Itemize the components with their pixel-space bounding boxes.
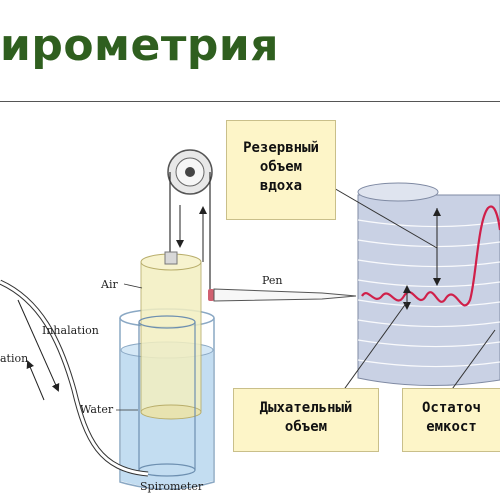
tidal-pointer bbox=[339, 301, 408, 396]
callout-line: Резервный bbox=[243, 140, 319, 156]
callout-line: вдоха bbox=[259, 178, 303, 194]
reserve-pointer bbox=[319, 179, 438, 249]
exhalation-arrow bbox=[26, 360, 45, 401]
air-bell bbox=[140, 251, 202, 420]
air-label: Air bbox=[100, 278, 118, 291]
spirometer-label: Spirometer bbox=[140, 480, 204, 493]
residual-capacity-callout: Остаточ емкост bbox=[402, 388, 500, 452]
tidal-volume-callout: Дыхательный объем bbox=[233, 388, 379, 452]
pulley bbox=[167, 149, 213, 195]
page-title: ирометрия bbox=[0, 20, 279, 71]
pulley-cable bbox=[169, 172, 211, 292]
spirogram-trace bbox=[361, 205, 500, 307]
recording-drum bbox=[357, 182, 500, 386]
callout-line: емкост bbox=[426, 419, 477, 435]
callout-line: объем bbox=[284, 419, 328, 435]
pen bbox=[208, 288, 357, 302]
inhalation-label: Inhalation bbox=[42, 324, 99, 337]
inner-tubes bbox=[138, 315, 196, 477]
residual-pointer bbox=[449, 329, 496, 393]
exhalation-label: ation bbox=[0, 352, 28, 365]
water-label: Water bbox=[80, 403, 114, 416]
title-divider bbox=[0, 101, 500, 102]
pen-label: Pen bbox=[262, 274, 283, 287]
callout-line: объем bbox=[259, 159, 303, 175]
reserve-volume-callout: Резервный объем вдоха bbox=[226, 120, 336, 220]
air-leader bbox=[123, 283, 143, 289]
inhalation-arrow bbox=[17, 299, 60, 392]
callout-line: Остаточ bbox=[421, 400, 481, 416]
callout-line: Дыхательный bbox=[259, 400, 353, 416]
